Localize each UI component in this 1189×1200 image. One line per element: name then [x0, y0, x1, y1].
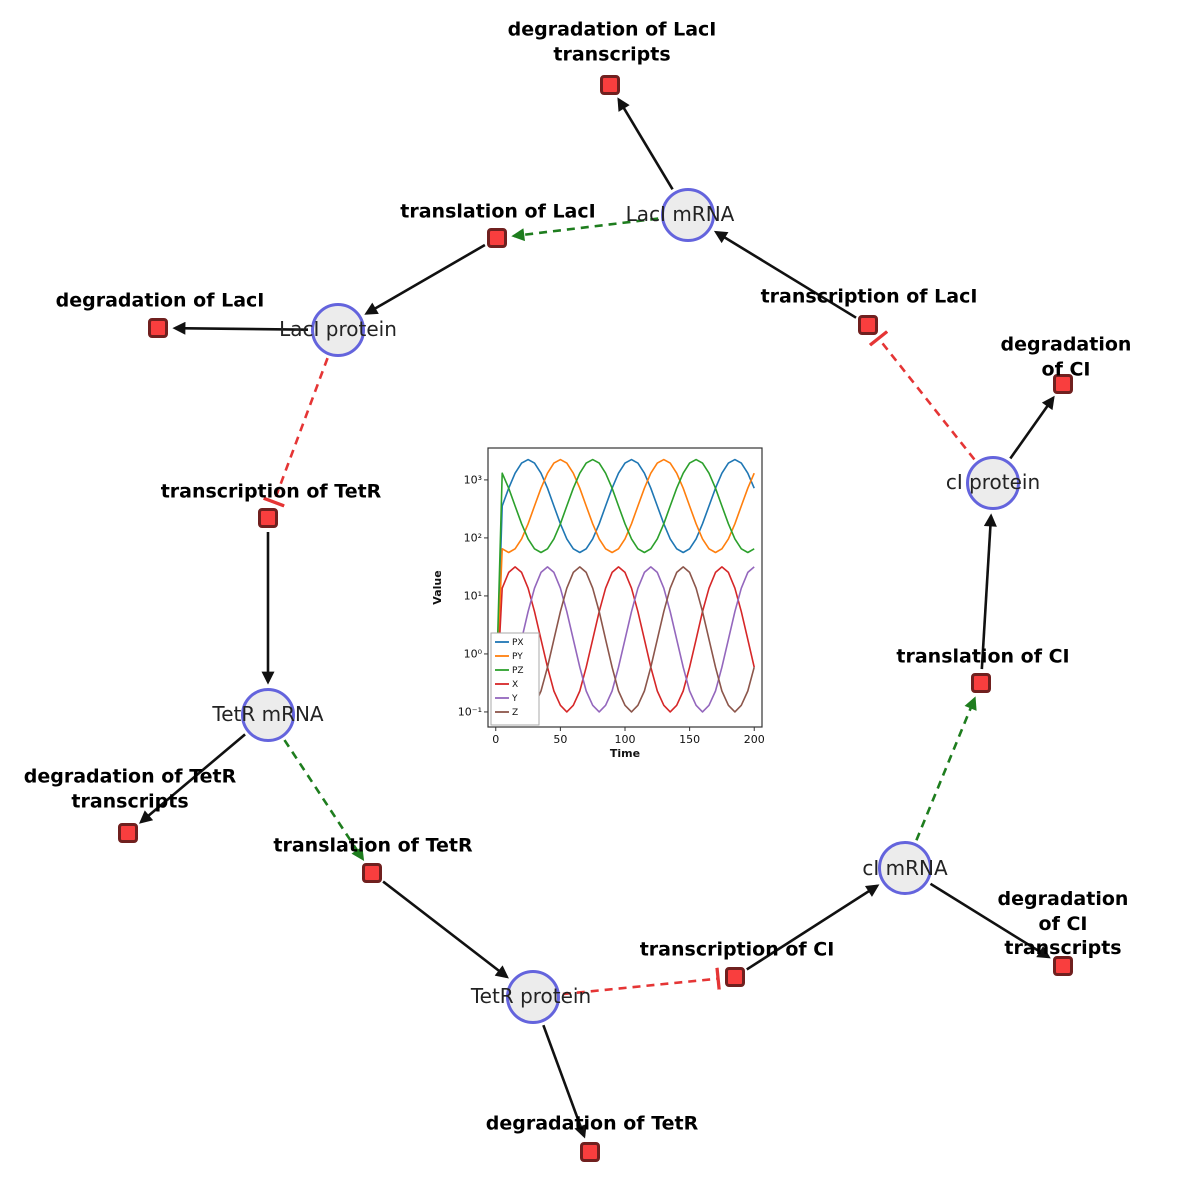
reaction-node-r7	[118, 823, 138, 843]
x-tick-label: 100	[615, 733, 636, 746]
x-tick-label: 150	[679, 733, 700, 746]
legend-label-PY: PY	[512, 652, 523, 662]
species-node-Z	[878, 841, 932, 895]
y-tick-label: 10²	[464, 531, 482, 544]
reaction-node-r5	[1053, 374, 1073, 394]
x-axis-label: Time	[610, 747, 640, 760]
edge-inhibitor-PX-to-r6	[263, 357, 329, 508]
edge-reaction-r9-to-PZ	[980, 513, 997, 670]
reaction-label-r11: degradation of CI transcripts	[997, 887, 1129, 960]
species-node-Y	[241, 688, 295, 742]
edge-reaction-r4-to-X	[713, 230, 857, 319]
legend-label-PX: PX	[512, 638, 524, 648]
legend-label-Y: Y	[511, 694, 518, 704]
reaction-node-r11	[1053, 956, 1073, 976]
reaction-label-r4: transcription of LacI	[760, 285, 978, 308]
edge-reaction-X-to-r1	[617, 97, 674, 190]
reaction-label-r5: degradation of CI	[1000, 333, 1132, 380]
reaction-label-r8: translation of TetR	[273, 834, 473, 857]
species-label-Y: TetR mRNA	[212, 702, 324, 726]
edge-reaction-PZ-to-r5	[1009, 395, 1055, 460]
edge-reaction-Z-to-r11	[929, 882, 1051, 959]
series-line-PZ	[495, 458, 755, 706]
y-axis-label: Value	[431, 570, 444, 604]
reaction-node-r10	[725, 967, 745, 987]
reaction-node-r3	[148, 318, 168, 338]
series-line-PX	[495, 458, 755, 708]
y-tick-label: 10⁰	[464, 647, 483, 660]
reaction-label-r7: degradation of TetR transcripts	[23, 765, 237, 812]
series-line-PY	[495, 458, 755, 708]
species-label-X: LacI mRNA	[625, 202, 735, 226]
y-tick-label: 10³	[464, 473, 482, 486]
species-node-PX	[311, 303, 365, 357]
reaction-label-r10: transcription of CI	[639, 938, 835, 961]
reaction-label-r6: transcription of TetR	[160, 480, 382, 503]
edge-reaction-r8-to-PY	[382, 880, 509, 979]
species-node-PZ	[966, 456, 1020, 510]
legend-label-Z: Z	[512, 708, 518, 718]
edge-modifier-X-to-r2	[511, 217, 659, 242]
edge-reaction-Y-to-r7	[139, 733, 246, 824]
reaction-node-r1	[600, 75, 620, 95]
edge-reaction-PX-to-r3	[172, 321, 309, 335]
y-tick-label: 10⁻¹	[458, 705, 482, 718]
species-label-PY: TetR protein	[470, 984, 592, 1008]
reaction-node-r2	[487, 228, 507, 248]
legend-label-X: X	[512, 680, 518, 690]
edge-reaction-r2-to-PX	[364, 243, 486, 315]
edge-inhibitor-PZ-to-r4	[868, 330, 976, 461]
reaction-node-r6	[258, 508, 278, 528]
x-tick-label: 50	[553, 733, 567, 746]
edge-reaction-PY-to-r12	[542, 1024, 587, 1139]
edge-inhibitor-PY-to-r10	[562, 967, 721, 996]
legend-box	[490, 632, 540, 726]
series-line-Y	[495, 566, 755, 713]
reaction-node-r12	[580, 1142, 600, 1162]
species-label-Z: cI mRNA	[862, 856, 948, 880]
edge-reaction-r10-to-Z	[746, 884, 880, 971]
y-tick-label: 10¹	[464, 589, 482, 602]
edge-modifier-Y-to-r8	[283, 739, 365, 861]
species-label-PX: LacI protein	[279, 317, 397, 341]
reaction-node-r4	[858, 315, 878, 335]
legend-label-PZ: PZ	[512, 666, 524, 676]
reaction-node-r8	[362, 863, 382, 883]
reaction-node-r9	[971, 673, 991, 693]
series-line-X	[495, 566, 755, 713]
reaction-label-r2: translation of LacI	[400, 200, 596, 223]
reaction-label-r9: translation of CI	[896, 645, 1070, 668]
reaction-label-r1: degradation of LacI transcripts	[507, 18, 717, 65]
reaction-label-r12: degradation of TetR	[485, 1112, 699, 1135]
edge-modifier-Z-to-r9	[915, 696, 977, 841]
x-tick-label: 0	[492, 733, 499, 746]
x-tick-label: 200	[744, 733, 765, 746]
reaction-label-r3: degradation of LacI	[55, 289, 265, 312]
species-node-X	[661, 188, 715, 242]
species-label-PZ: cI protein	[945, 470, 1041, 494]
species-node-PY	[506, 970, 560, 1024]
